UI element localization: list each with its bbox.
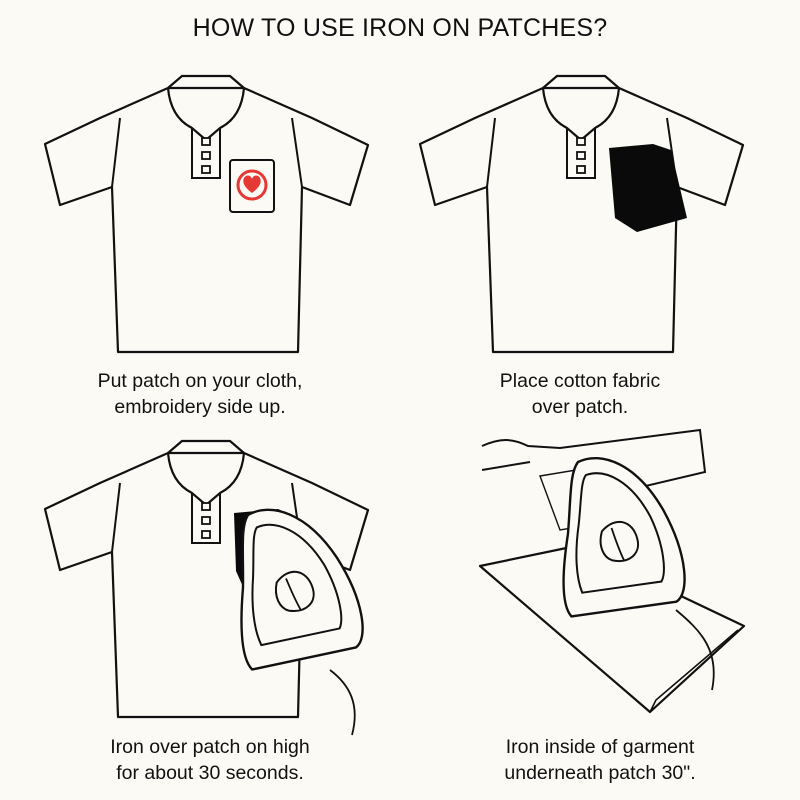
caption-line: Put patch on your cloth, — [97, 370, 303, 392]
garment-fold — [478, 544, 746, 714]
caption-line: Iron inside of garment — [505, 736, 695, 758]
caption-line: Iron over patch on high — [110, 736, 310, 758]
shirt-with-patch — [43, 74, 370, 354]
caption-line: underneath patch 30". — [504, 762, 696, 784]
step-1-caption: Put patch on your cloth, embroidery side… — [20, 368, 380, 420]
caption-line: Place cotton fabric — [499, 370, 661, 392]
shirt-with-cotton-fabric — [418, 74, 745, 354]
step-4-caption: Iron inside of garment underneath patch … — [420, 734, 780, 786]
iron-cord — [329, 669, 356, 736]
caption-line: embroidery side up. — [114, 396, 286, 418]
iron-cord — [675, 609, 715, 691]
iron-icon — [544, 446, 690, 619]
caption-line: over patch. — [531, 396, 629, 418]
ironing-inside-garment — [478, 428, 746, 714]
page-title: HOW TO USE IRON ON PATCHES? — [192, 14, 608, 42]
cotton-fabric — [609, 144, 687, 232]
step-3-caption: Iron over patch on high for about 30 sec… — [30, 734, 390, 786]
heart-patch-icon — [236, 169, 268, 201]
step-2-caption: Place cotton fabric over patch. — [400, 368, 760, 420]
caption-line: for about 30 seconds. — [116, 762, 304, 784]
ironing-over-patch — [43, 439, 370, 736]
